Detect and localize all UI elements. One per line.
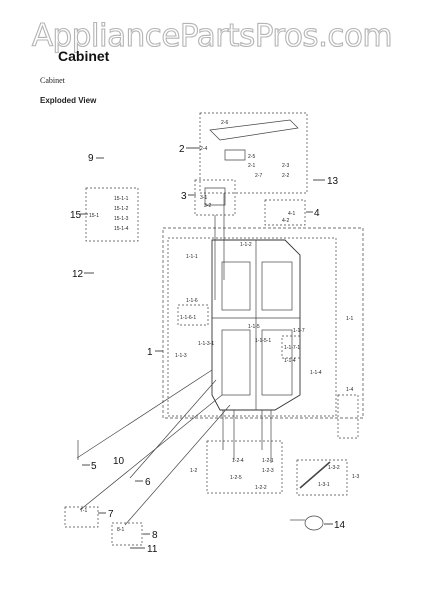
label-15-1-4: 15-1-4 <box>114 226 129 232</box>
label-1-1-6-1: 1-1-6-1 <box>180 315 196 321</box>
callout-8: 8 <box>152 530 158 541</box>
callout-4: 4 <box>314 208 320 219</box>
label-1-3: 1-3 <box>352 474 359 480</box>
label-2-7: 2-7 <box>255 173 262 179</box>
watermark-text: AppliancePartsPros.com <box>31 17 393 54</box>
group-2-box <box>199 112 308 194</box>
top-cover-part <box>209 119 299 141</box>
callout-15: 15 <box>70 210 82 221</box>
section-title: Cabinet <box>40 76 65 85</box>
label-1-1-1: 1-1-1 <box>186 254 198 260</box>
label-15-1: 15-1 <box>89 213 99 219</box>
label-4-1: 4-1 <box>288 211 295 217</box>
label-1-1-7: 1-1-7 <box>293 328 305 334</box>
view-label: Exploded View <box>40 96 97 105</box>
label-2-2: 2-2 <box>282 173 289 179</box>
callout-3: 3 <box>181 191 187 202</box>
group-1-box <box>162 227 364 419</box>
label-1-1-3: 1-1-3 <box>175 353 187 359</box>
bracket-part <box>204 187 226 206</box>
label-2-4: 2-4 <box>200 146 207 152</box>
group-15-box <box>85 187 139 242</box>
label-1-1-5: 1-1-5 <box>248 324 260 330</box>
label-1-2: 1-2 <box>190 468 197 474</box>
part-14-shape <box>304 515 324 531</box>
group-7-box <box>64 506 99 528</box>
callout-9: 9 <box>88 153 94 164</box>
group-1-1-6-box <box>177 304 209 326</box>
label-15-1-3: 15-1-3 <box>114 216 129 222</box>
label-2-3: 2-3 <box>282 163 289 169</box>
leader-line <box>124 404 231 526</box>
label-1-2-3: 1-2-3 <box>262 468 274 474</box>
group-8-box <box>111 522 143 546</box>
hinge-part <box>224 149 246 161</box>
label-1-2-2: 1-2-2 <box>255 485 267 491</box>
right-lower-compartment <box>261 329 293 396</box>
callout-7: 7 <box>108 509 114 520</box>
left-lower-compartment <box>221 329 251 396</box>
label-1-1-7-1: 1-1-7-1 <box>284 345 300 351</box>
label-1-3-1: 1-3-1 <box>318 482 330 488</box>
label-4-2: 4-2 <box>282 218 289 224</box>
group-1-1-7-box <box>281 335 301 359</box>
trim-part <box>299 461 331 489</box>
group-1-2-box <box>206 440 283 494</box>
label-8-1: 8-1 <box>117 527 124 533</box>
callout-1: 1 <box>147 347 153 358</box>
label-15-1-1: 15-1-1 <box>114 196 129 202</box>
callout-10: 10 <box>113 456 125 467</box>
right-upper-compartment <box>261 261 293 311</box>
leader-line <box>79 394 223 511</box>
group-1-3-box <box>296 459 348 496</box>
label-2-6: 2-6 <box>221 120 228 126</box>
label-1-1-4: 1-1-4 <box>284 358 296 364</box>
leader-line <box>76 369 213 459</box>
label-15-1-2: 15-1-2 <box>114 206 129 212</box>
leader-line <box>129 379 217 479</box>
group-4-box <box>264 199 306 226</box>
group-3-box <box>194 179 236 216</box>
label-1-2-5: 1-2-5 <box>230 475 242 481</box>
label-1-1-4-b: 1-1-4 <box>310 370 322 376</box>
callout-11: 11 <box>147 544 158 555</box>
group-1-4-box <box>337 394 359 439</box>
label-3-2: 3-2 <box>204 203 211 209</box>
group-1-1-box <box>167 237 337 417</box>
callout-12: 12 <box>72 269 84 280</box>
left-upper-compartment <box>221 261 251 311</box>
page-title: Cabinet <box>58 48 110 64</box>
callout-6: 6 <box>145 477 151 488</box>
label-1-4: 1-4 <box>346 387 353 393</box>
callout-2: 2 <box>179 144 185 155</box>
label-1-2-4: 1-2-4 <box>232 458 244 464</box>
callout-14: 14 <box>334 520 346 531</box>
label-1-2-1: 1-2-1 <box>262 458 274 464</box>
callout-13: 13 <box>327 176 339 187</box>
label-1-1: 1-1 <box>346 316 353 322</box>
label-3-1: 3-1 <box>200 195 207 201</box>
label-1-3-2: 1-3-2 <box>328 465 340 471</box>
label-1-1-2: 1-1-2 <box>240 242 252 248</box>
label-1-1-3-1: 1-1-3-1 <box>198 341 214 347</box>
callout-5: 5 <box>91 461 97 472</box>
label-1-1-6: 1-1-6 <box>186 298 198 304</box>
label-2-1: 2-1 <box>248 163 255 169</box>
label-7-1: 7-1 <box>80 508 87 514</box>
label-2-5: 2-5 <box>248 154 255 160</box>
cabinet-body <box>211 239 301 411</box>
label-1-1-5-1: 1-1-5-1 <box>255 338 271 344</box>
